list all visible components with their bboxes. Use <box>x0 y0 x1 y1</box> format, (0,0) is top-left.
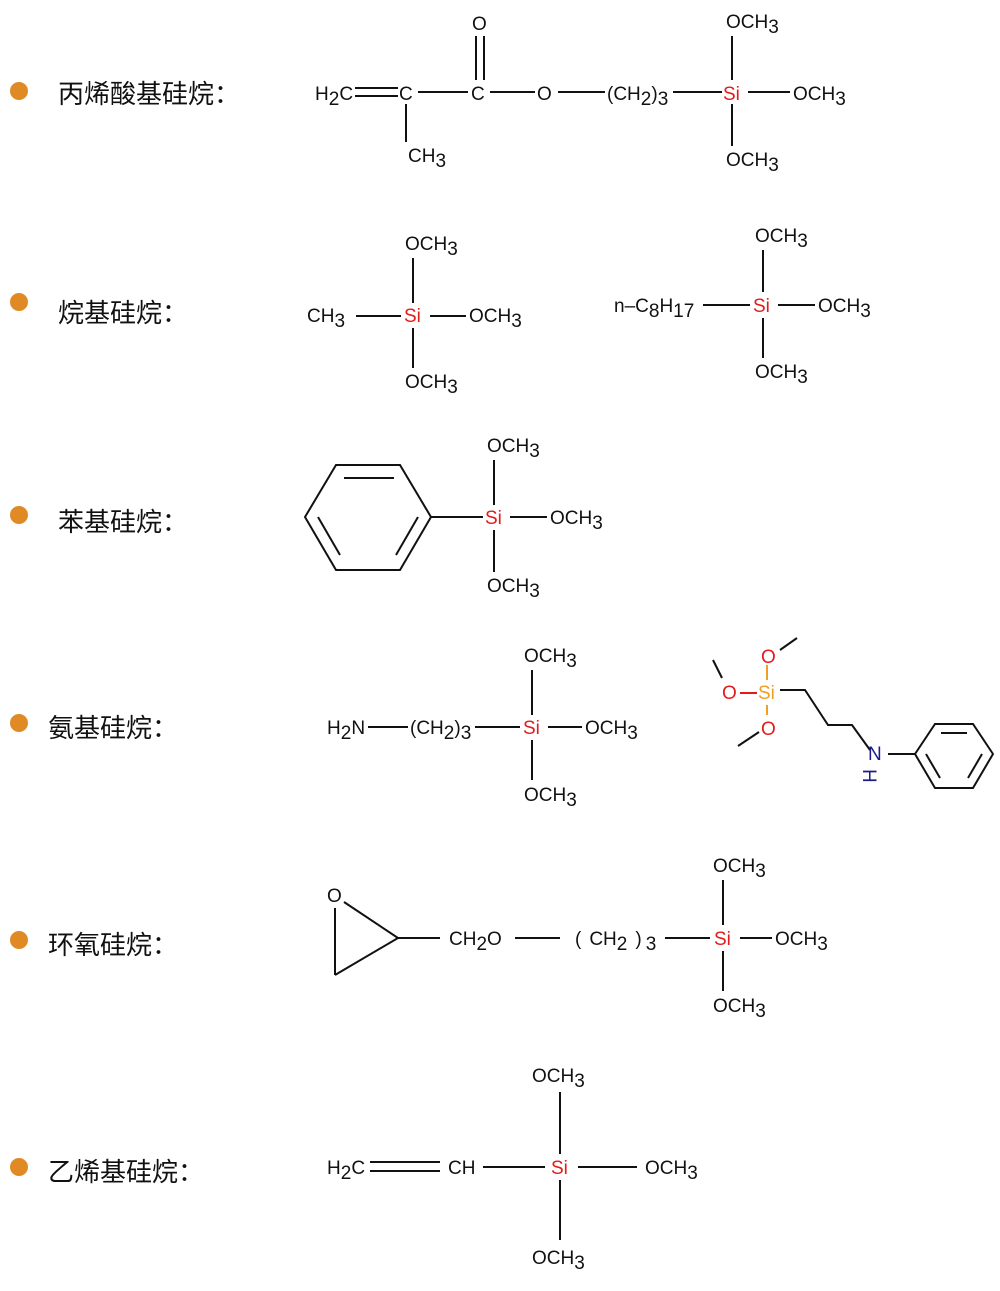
atom-n-octyl: n–C8H17 <box>614 296 694 322</box>
atom-ch2-3: (CH2)3 <box>410 718 471 744</box>
atom-och3: OCH3 <box>469 306 522 332</box>
atom-o: O <box>761 647 776 668</box>
atom-ch3: CH3 <box>307 306 345 332</box>
atom-ch: CH <box>448 1158 475 1179</box>
atom-och3: OCH3 <box>793 84 846 110</box>
atom-c: C <box>399 84 413 105</box>
bond <box>334 937 399 976</box>
atom-och3: OCH3 <box>818 296 871 322</box>
propyl-chain <box>780 689 871 751</box>
atom-och3: OCH3 <box>405 372 458 398</box>
label-alkyl-silane: 烷基硅烷： <box>58 299 189 329</box>
row-amino-silane: 氨基硅烷： H2N (CH2)3 Si OCH3 OCH3 OCH3 O Si … <box>0 620 1000 830</box>
atom-h2n: H2N <box>327 718 365 744</box>
structure-acryl-silane: H2C C CH3 C O O (CH2)3 Si OCH3 OCH3 OCH3 <box>315 12 846 176</box>
label-phenyl-silane: 苯基硅烷： <box>58 508 189 538</box>
bond <box>925 753 941 779</box>
atom-h2c: H2C <box>327 1158 365 1184</box>
atom-och3: OCH3 <box>532 1248 585 1274</box>
bond <box>737 731 760 747</box>
atom-ch2-3: (CH2)3 <box>607 84 668 110</box>
atom-ch3: CH3 <box>408 146 446 172</box>
atom-och3: OCH3 <box>726 12 779 38</box>
atom-och3: OCH3 <box>755 362 808 388</box>
row-acryl-silane: 丙烯酸基硅烷： H2C C CH3 C O O (CH2)3 Si OCH3 O… <box>0 0 1000 200</box>
atom-och3: OCH3 <box>532 1066 585 1092</box>
bullet-icon <box>10 931 28 949</box>
bullet-icon <box>10 82 28 100</box>
row-vinyl-silane: 乙烯基硅烷： H2C CH Si OCH3 OCH3 OCH3 <box>0 1050 1000 1291</box>
bullet-icon <box>10 714 28 732</box>
atom-si: Si <box>523 718 540 739</box>
atom-h2c: H2C <box>315 84 353 110</box>
row-alkyl-silane: 烷基硅烷： CH3 Si OCH3 OCH3 OCH3 n–C8H17 Si O… <box>0 200 1000 410</box>
atom-h: H <box>858 769 879 783</box>
structure-vinyl-trimethoxysilane: H2C CH Si OCH3 OCH3 OCH3 <box>327 1066 698 1274</box>
atom-si: Si <box>723 84 740 105</box>
structure-glycidoxypropyl-trimethoxysilane: O CH2O (CH2)3 Si OCH3 OCH3 OCH3 <box>327 856 828 1022</box>
atom-si: Si <box>758 683 775 704</box>
bond <box>712 659 723 679</box>
atom-och3: OCH3 <box>487 576 540 602</box>
atom-n: N <box>868 744 882 765</box>
label-acryl-silane: 丙烯酸基硅烷： <box>58 80 241 110</box>
bond <box>343 901 399 939</box>
atom-och3: OCH3 <box>585 718 638 744</box>
atom-och3: OCH3 <box>524 785 577 811</box>
atom-och3: OCH3 <box>755 226 808 252</box>
atom-o: O <box>327 886 342 907</box>
benzene-ring <box>303 464 433 571</box>
atom-och3: OCH3 <box>645 1158 698 1184</box>
atom-ch2o: CH2O <box>449 929 502 955</box>
atom-och3: OCH3 <box>726 150 779 176</box>
structure-aminopropyl-trimethoxysilane: H2N (CH2)3 Si OCH3 OCH3 OCH3 <box>327 646 638 811</box>
atom-och3: OCH3 <box>550 508 603 534</box>
atom-si: Si <box>404 306 421 327</box>
atom-si: Si <box>485 508 502 529</box>
bullet-icon <box>10 293 28 311</box>
row-phenyl-silane: 苯基硅烷： Si OCH3 OCH3 OCH3 <box>0 410 1000 620</box>
label-vinyl-silane: 乙烯基硅烷： <box>48 1158 205 1188</box>
atom-si: Si <box>551 1158 568 1179</box>
atom-och3: OCH3 <box>487 436 540 462</box>
structure-octyl-trimethoxysilane: n–C8H17 Si OCH3 OCH3 OCH3 <box>614 226 871 388</box>
atom-och3: OCH3 <box>524 646 577 672</box>
atom-ch2-3: (CH2)3 <box>575 929 656 955</box>
structure-methyl-trimethoxysilane: CH3 Si OCH3 OCH3 OCH3 <box>307 234 522 398</box>
benzene-ring <box>913 723 995 789</box>
atom-o: O <box>537 84 552 105</box>
atom-och3: OCH3 <box>713 996 766 1022</box>
bond <box>395 516 419 556</box>
bond <box>779 637 798 651</box>
atom-o: O <box>722 683 737 704</box>
bond <box>317 516 341 556</box>
label-epoxy-silane: 环氧硅烷： <box>48 931 179 961</box>
atom-och3: OCH3 <box>713 856 766 882</box>
structure-phenyl-trimethoxysilane: Si OCH3 OCH3 OCH3 <box>303 436 603 602</box>
row-epoxy-silane: 环氧硅烷： O CH2O (CH2)3 Si OCH3 OCH3 OCH3 <box>0 830 1000 1050</box>
atom-och3: OCH3 <box>775 929 828 955</box>
atom-si: Si <box>714 929 731 950</box>
atom-o: O <box>761 719 776 740</box>
label-amino-silane: 氨基硅烷： <box>48 714 179 744</box>
atom-och3: OCH3 <box>405 234 458 260</box>
bullet-icon <box>10 1158 28 1176</box>
atom-si: Si <box>753 296 770 317</box>
structure-phenylaminopropyl-silane-skeletal: O Si O O N H <box>712 637 995 789</box>
bullet-icon <box>10 506 28 524</box>
bond <box>967 753 983 779</box>
atom-carbonyl-c: C <box>471 84 485 105</box>
atom-o: O <box>472 14 487 35</box>
